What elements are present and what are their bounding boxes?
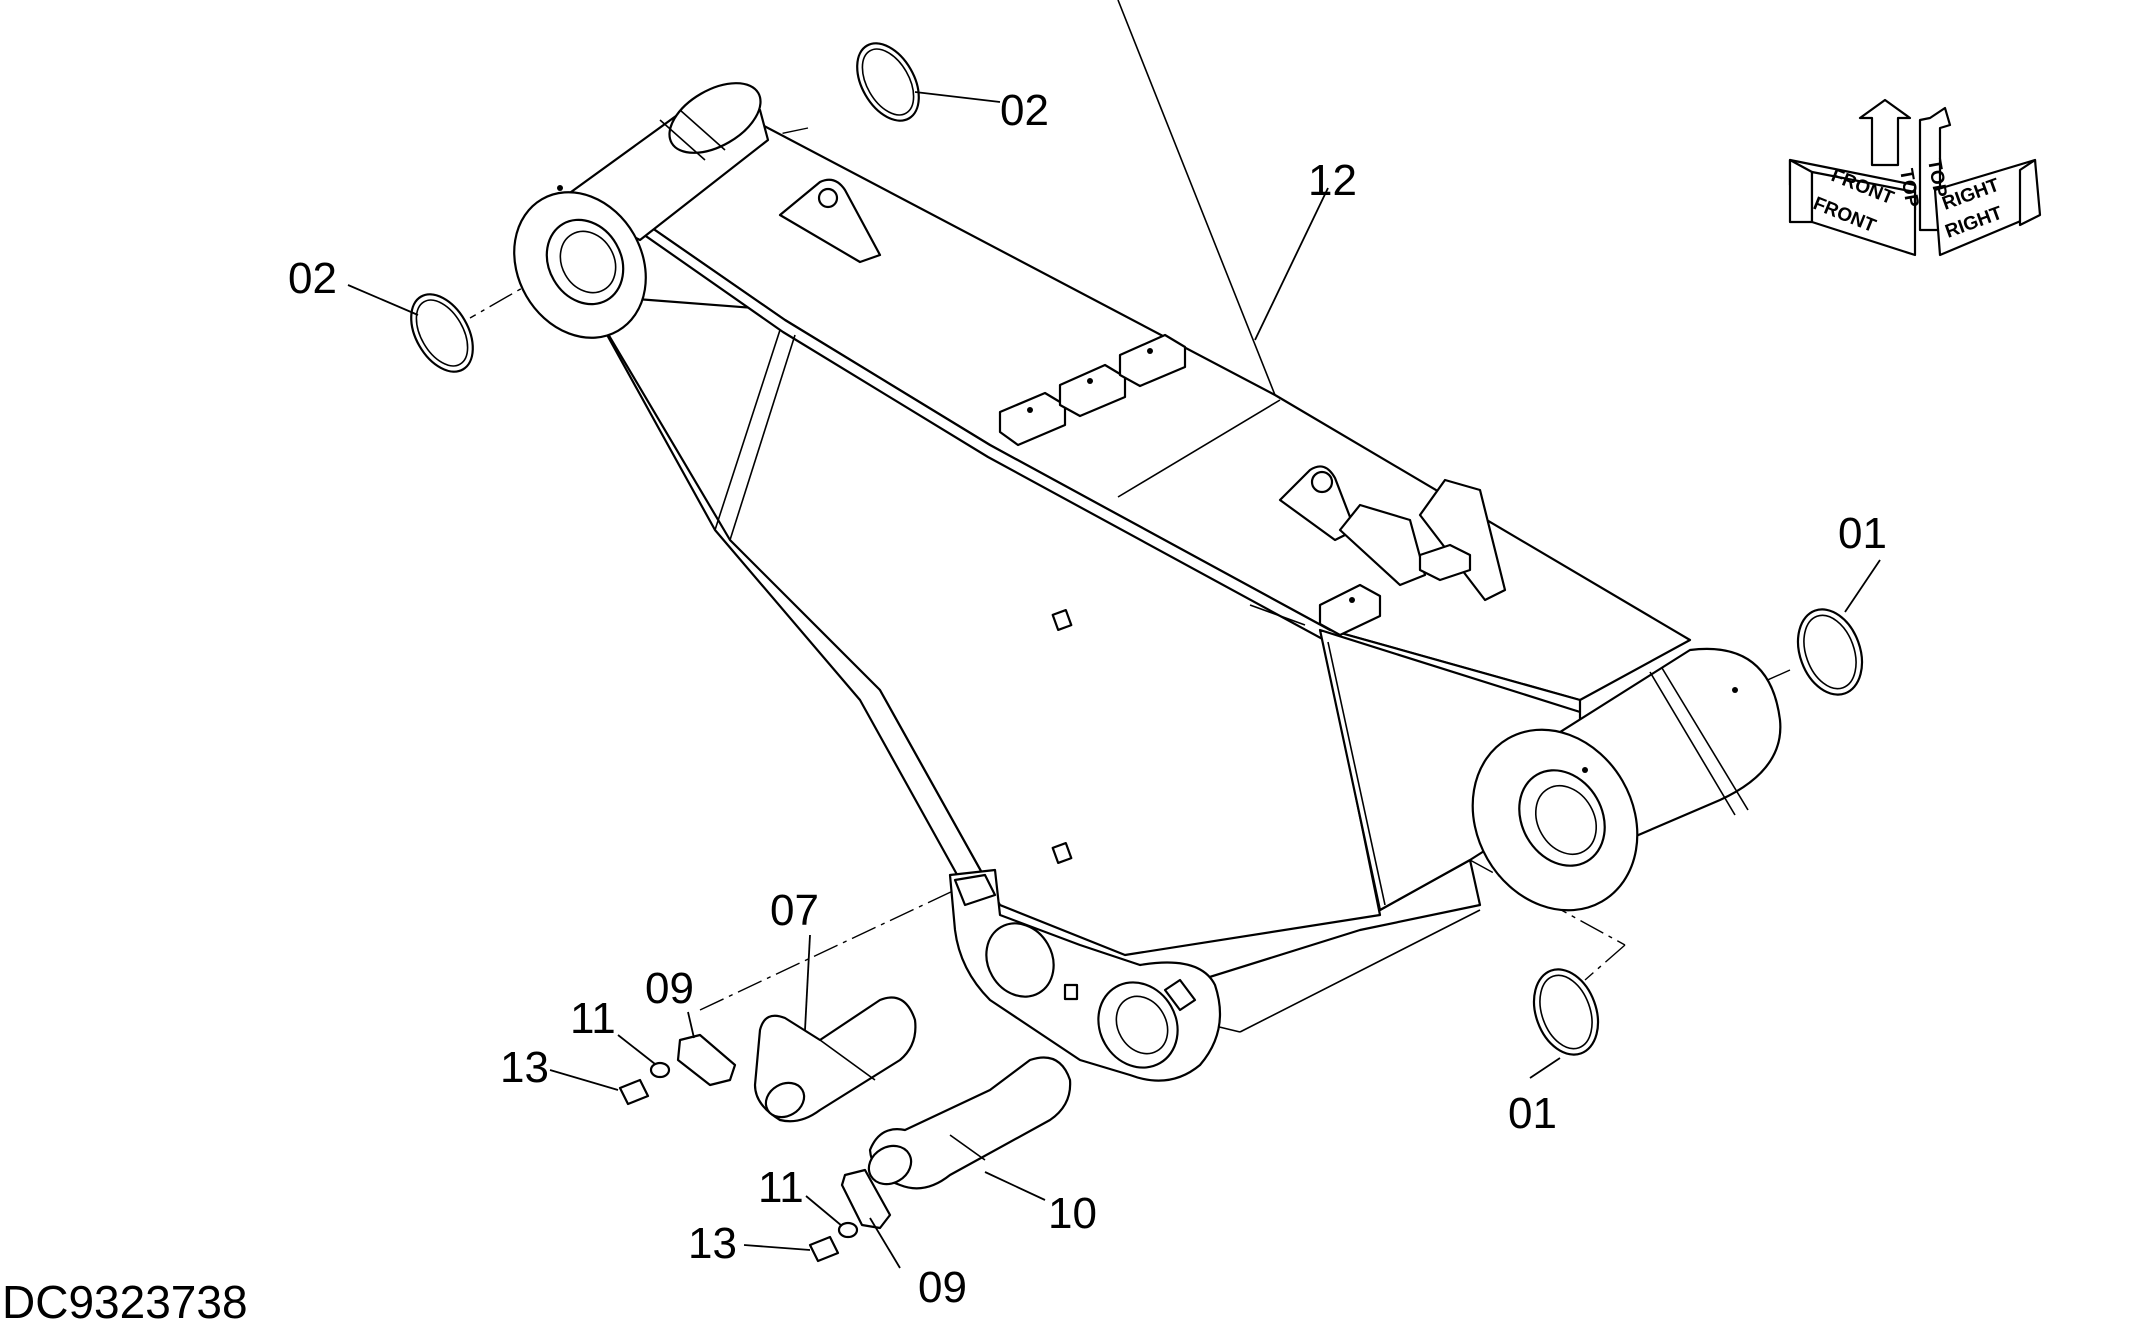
callout-12: 12 [1308, 156, 1357, 205]
callout-09-lower: 09 [918, 1263, 967, 1312]
callout-13-upper: 13 [500, 1043, 549, 1092]
drawing-code: DC9323738 [2, 1276, 248, 1328]
washers-bolts [618, 1061, 859, 1263]
callout-10: 10 [1048, 1189, 1097, 1238]
callout-13-lower: 13 [688, 1219, 737, 1268]
pin-07 [753, 996, 917, 1123]
callout-07: 07 [770, 886, 819, 935]
callout-01-bottom: 01 [1508, 1089, 1557, 1138]
pin-10 [867, 1056, 1072, 1190]
leader-lines [347, 91, 1881, 1269]
orientation-arrows: TOP TOP FRONT FRONT RIGHT RIGHT [1788, 98, 2042, 257]
callout-02-top: 02 [1000, 86, 1049, 135]
callout-11-lower: 11 [758, 1163, 804, 1212]
callout-01-right: 01 [1838, 509, 1887, 558]
right-boss [1471, 647, 1782, 912]
rings [410, 42, 1864, 1056]
callout-09-upper: 09 [645, 964, 694, 1013]
lock-plates [676, 1033, 892, 1230]
lower-bracket [948, 868, 1222, 1082]
callout-11-upper: 11 [570, 994, 616, 1043]
top-lugs [778, 178, 1507, 637]
callout-02-left: 02 [288, 254, 337, 303]
left-upper-boss [513, 82, 770, 339]
callouts: 02 02 12 01 01 07 09 11 13 10 11 13 09 [288, 86, 1887, 1312]
